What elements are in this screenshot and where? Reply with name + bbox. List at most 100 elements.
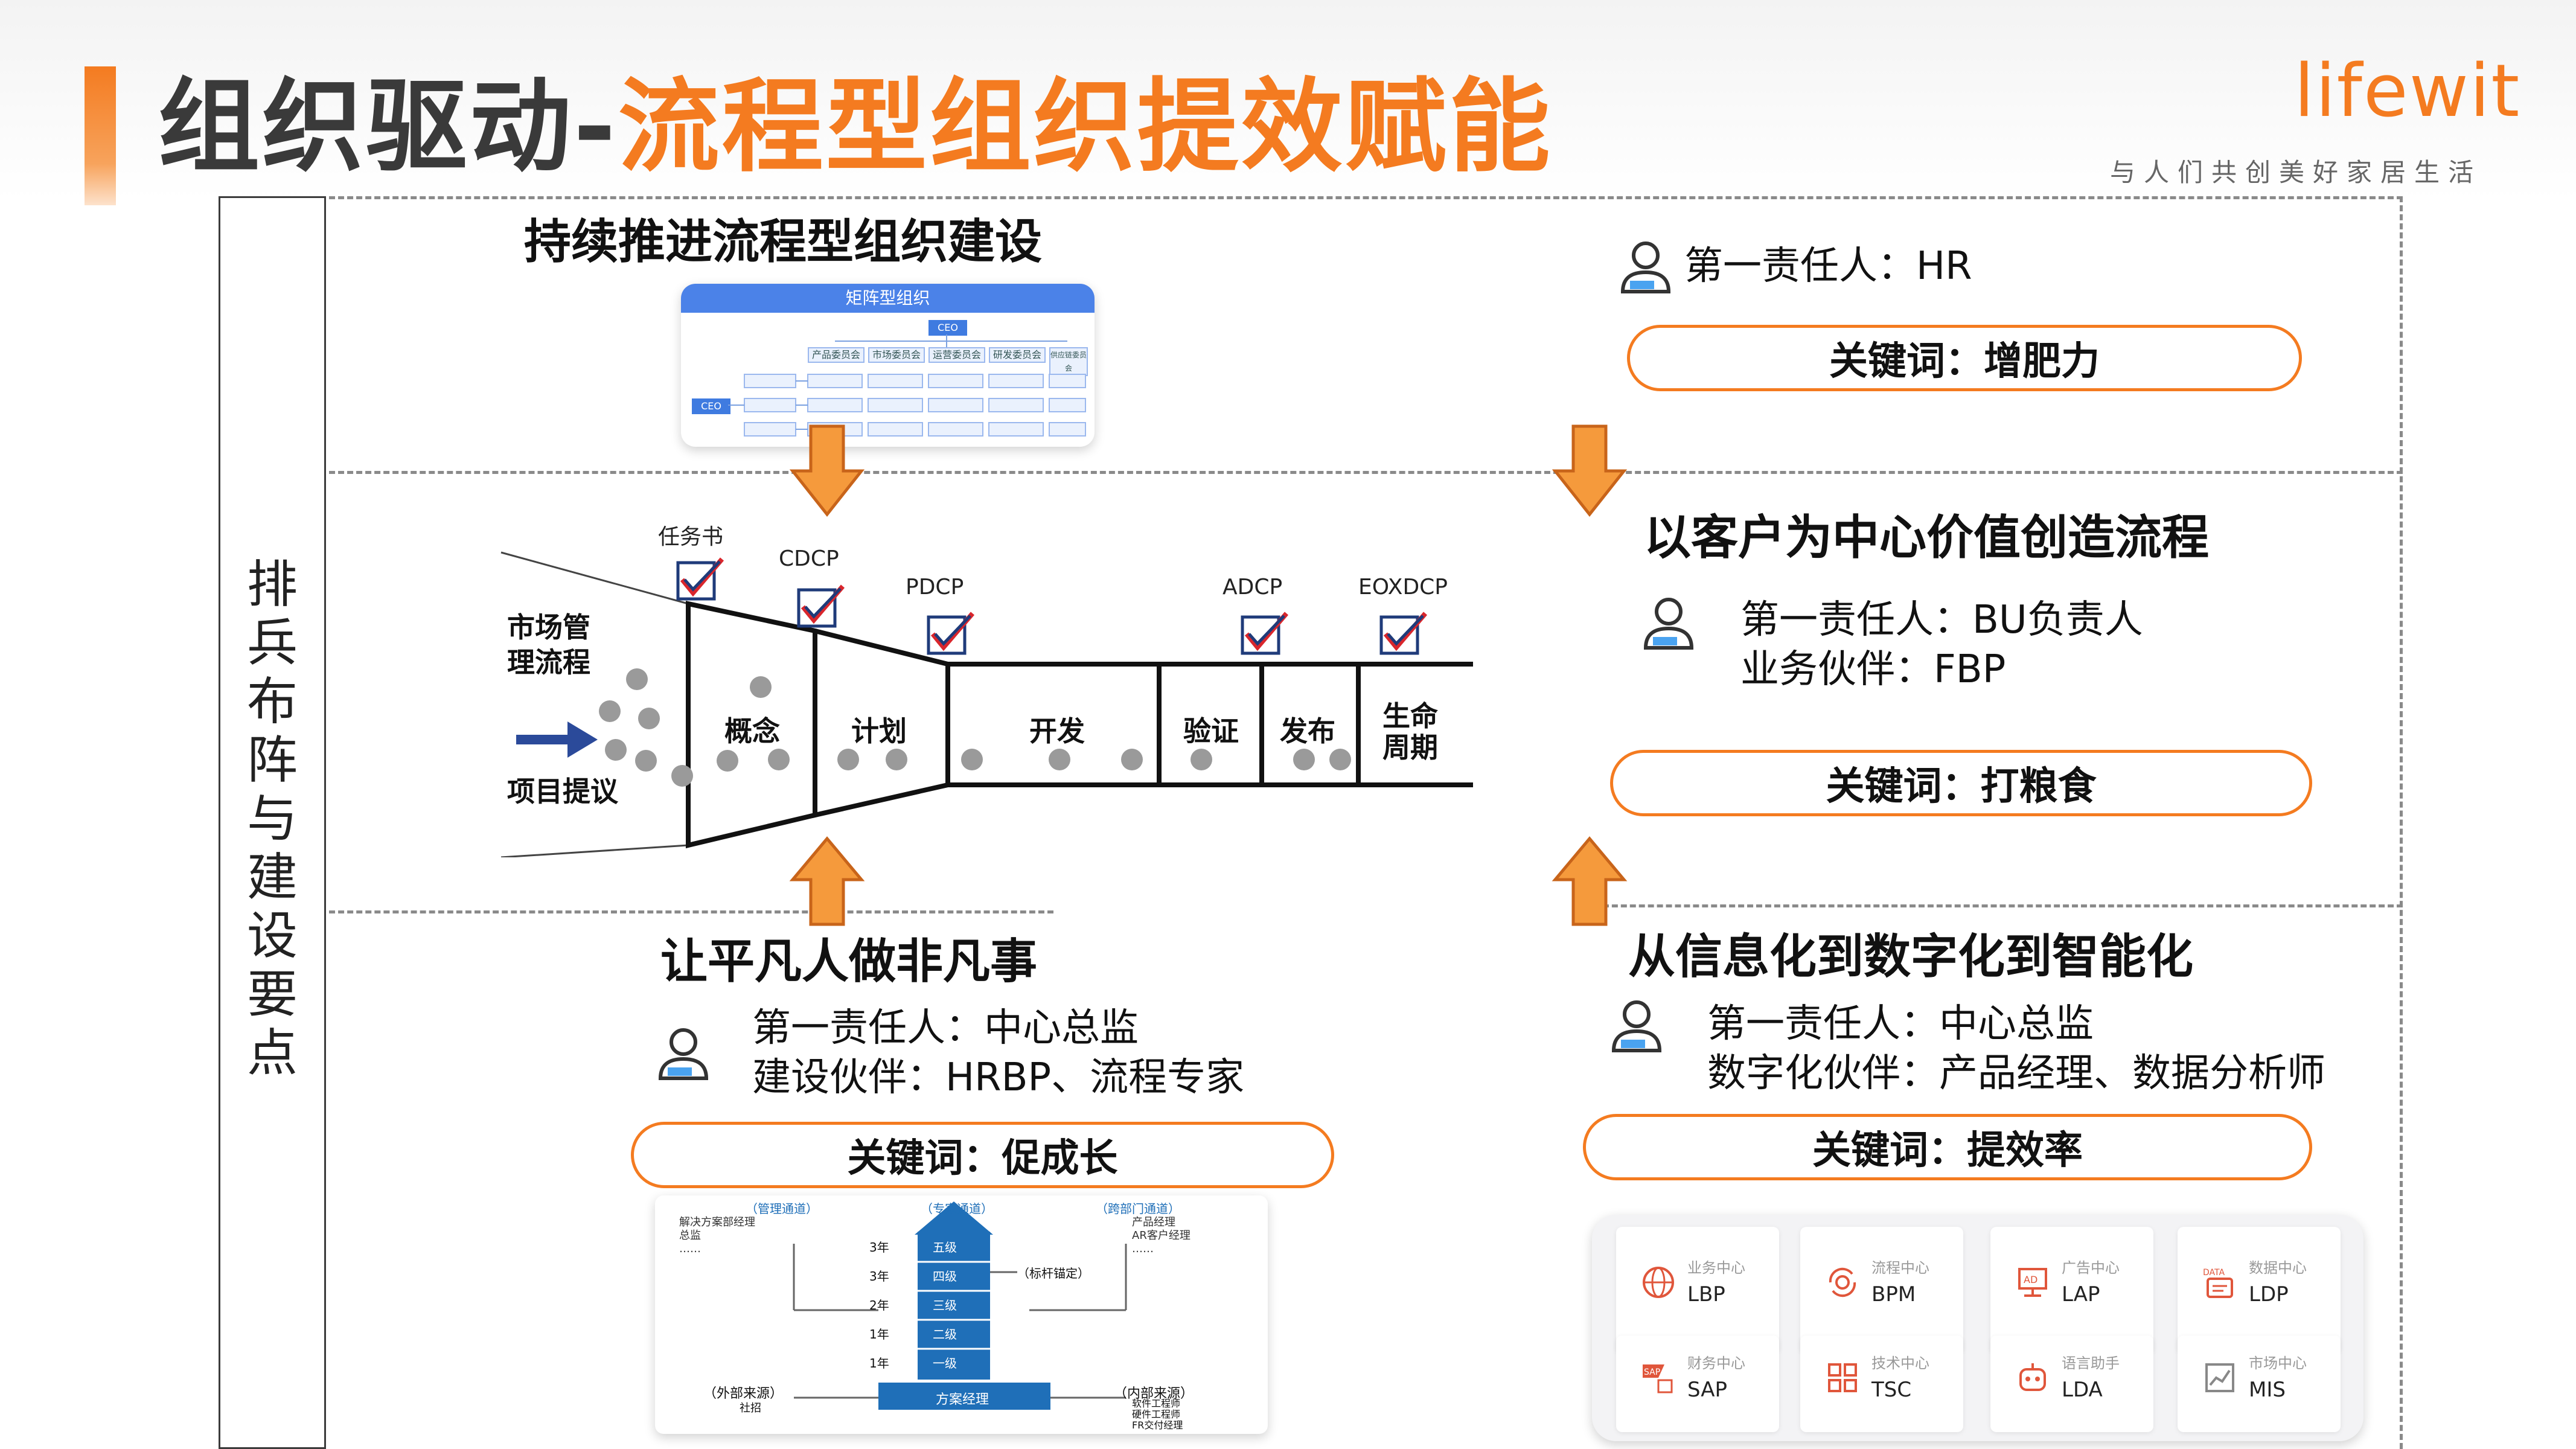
year-label: 2年 bbox=[869, 1298, 889, 1313]
gear-cycle-icon bbox=[1829, 1267, 1856, 1297]
person-icon bbox=[1643, 598, 1694, 650]
checkbox-icon bbox=[1241, 612, 1289, 655]
system-code: BPM bbox=[1871, 1282, 1916, 1307]
checkbox-icon bbox=[676, 557, 724, 601]
career-path-lines bbox=[793, 1201, 1127, 1410]
level-label: 一级 bbox=[933, 1356, 957, 1371]
keyword-pill-fertility: 关键词：增肥力 bbox=[1627, 325, 2302, 391]
system-category: 市场中心 bbox=[2249, 1355, 2307, 1372]
systems-panel: 业务中心 LBP 流程中心 BPM AD 广告中心 LAP DATA 数据中心 … bbox=[1592, 1215, 2363, 1441]
stage-release: 发布 bbox=[1280, 715, 1335, 747]
title-prefix: 组织驱动- bbox=[158, 68, 618, 186]
owner-center-director: 第一责任人：中心总监 bbox=[1707, 1002, 2094, 1046]
checkpoint-label: ADCP bbox=[1222, 575, 1283, 600]
arrow-up-icon bbox=[789, 836, 865, 926]
left-frame bbox=[219, 196, 326, 1449]
chart-icon bbox=[2205, 1363, 2234, 1392]
checkpoint-label: EOXDCP bbox=[1358, 575, 1448, 600]
intake-market-process: 市场管理流程 bbox=[507, 610, 590, 680]
internal-source-label: （内部来源） bbox=[1114, 1386, 1194, 1401]
year-label: 3年 bbox=[869, 1240, 889, 1255]
system-category: 业务中心 bbox=[1687, 1259, 1745, 1276]
ad-icon: AD bbox=[2018, 1268, 2047, 1297]
system-code: TSC bbox=[1871, 1378, 1912, 1402]
stage-concept: 概念 bbox=[724, 715, 780, 747]
partner-digital: 数字化伙伴：产品经理、数据分析师 bbox=[1707, 1051, 2325, 1096]
org-chart-title: 矩阵型组织 bbox=[681, 284, 1095, 313]
stage-verify: 验证 bbox=[1183, 715, 1239, 747]
cross-roles: 产品经理 AR客户经理 …… bbox=[1132, 1216, 1191, 1255]
left-label-char: 排 bbox=[246, 555, 298, 614]
process-funnel-diagram: 市场管理流程 项目提议 概念 计划 开发 验证 发布 生命周期 任务书 CDCP… bbox=[495, 519, 1473, 857]
stage-lifecycle-line: 周期 bbox=[1382, 731, 1438, 764]
keyword-pill-grain: 关键词：打粮食 bbox=[1610, 750, 2312, 816]
expert-channel-label: （专家通道） bbox=[921, 1201, 993, 1216]
checkbox-icon bbox=[927, 612, 975, 655]
org-top-box: 运营委员会 bbox=[928, 347, 985, 363]
header-background bbox=[0, 0, 2576, 199]
person-icon bbox=[1611, 1000, 1662, 1052]
level-label: 五级 bbox=[933, 1240, 957, 1255]
funnel-shape bbox=[500, 551, 1473, 857]
section-title-digitalization: 从信息化到数字化到智能化 bbox=[1628, 930, 2194, 984]
left-label-char: 要 bbox=[246, 965, 298, 1024]
benchmark-label: （标杆锚定） bbox=[1017, 1266, 1090, 1281]
keyword-pill-efficiency: 关键词：提效率 bbox=[1583, 1114, 2312, 1180]
left-label-char: 点 bbox=[246, 1023, 298, 1083]
left-label-char: 布 bbox=[246, 672, 298, 731]
partner-fbp: 业务伙伴：FBP bbox=[1740, 647, 2006, 692]
system-card-mis: 市场中心 MIS bbox=[2178, 1335, 2341, 1432]
left-label-char: 兵 bbox=[246, 613, 298, 673]
org-chart-image: 矩阵型组织 CEO CEO 产品委员会 市场委员会 运营委员会 研发委员会 供应… bbox=[681, 284, 1095, 447]
owner-bu: 第一责任人：BU负责人 bbox=[1740, 598, 2143, 642]
system-code: SAP bbox=[1687, 1378, 1727, 1402]
svg-text:SAP: SAP bbox=[1644, 1367, 1660, 1377]
level-label: 二级 bbox=[933, 1327, 957, 1342]
intake-project-proposal: 项目提议 bbox=[507, 775, 618, 808]
level-label: 三级 bbox=[933, 1298, 957, 1313]
year-label: 1年 bbox=[869, 1356, 889, 1371]
system-category: 数据中心 bbox=[2249, 1259, 2307, 1276]
system-card-lda: 语言助手 LDA bbox=[1990, 1335, 2153, 1432]
left-label-char: 与 bbox=[246, 789, 298, 848]
grid-line-mid1 bbox=[329, 471, 2403, 474]
left-label-char: 设 bbox=[246, 906, 298, 965]
stage-develop: 开发 bbox=[1029, 715, 1085, 747]
owner-hr: 第一责任人：HR bbox=[1684, 244, 1972, 289]
grid-line-right bbox=[2400, 196, 2403, 1449]
system-card-sap: SAP 财务中心 SAP bbox=[1616, 1335, 1779, 1432]
page-title: 组织驱动-流程型组织提效赋能 bbox=[158, 63, 1553, 190]
org-chart-grid bbox=[728, 334, 1086, 437]
internal-source-sub: 软件工程师 硬件工程师 FR交付经理 bbox=[1132, 1398, 1183, 1431]
arrow-down-icon bbox=[789, 424, 865, 517]
mgmt-channel-label: （管理通道） bbox=[746, 1201, 818, 1216]
title-main: 流程型组织提效赋能 bbox=[618, 68, 1553, 186]
section-title-org-building: 持续推进流程型组织建设 bbox=[524, 215, 1043, 269]
system-code: LAP bbox=[2062, 1282, 2100, 1307]
system-code: LBP bbox=[1687, 1282, 1725, 1307]
system-code: LDP bbox=[2249, 1282, 2289, 1307]
checkbox-icon bbox=[797, 584, 845, 628]
brand-slogan: 与人们共创美好家居生活 bbox=[2110, 158, 2482, 187]
system-card-lap: AD 广告中心 LAP bbox=[1990, 1227, 2153, 1354]
career-path-image: （管理通道） （专家通道） （跨部门通道） 解决方案部经理 总监 …… 产品经理… bbox=[655, 1195, 1268, 1434]
partner-hrbp: 建设伙伴：HRBP、流程专家 bbox=[752, 1055, 1245, 1100]
base-role-label: 方案经理 bbox=[936, 1392, 989, 1407]
keyword-pill-growth: 关键词：促成长 bbox=[631, 1122, 1334, 1188]
left-label-char: 建 bbox=[246, 848, 298, 907]
system-category: 技术中心 bbox=[1871, 1355, 1929, 1372]
checkbox-icon bbox=[1379, 612, 1428, 655]
grid-line-top bbox=[329, 196, 2403, 199]
globe-icon bbox=[1643, 1267, 1674, 1298]
system-code: MIS bbox=[2249, 1378, 2286, 1402]
robot-icon bbox=[2019, 1363, 2046, 1391]
org-top-box: 市场委员会 bbox=[868, 347, 925, 363]
checkpoint-label: 任务书 bbox=[658, 525, 724, 549]
person-icon bbox=[658, 1028, 709, 1080]
arrow-down-icon bbox=[1552, 424, 1628, 517]
sap-icon: SAP bbox=[1643, 1364, 1673, 1393]
system-category: 语言助手 bbox=[2062, 1355, 2120, 1372]
level-label: 四级 bbox=[933, 1269, 957, 1284]
org-top-box: 研发委员会 bbox=[989, 347, 1046, 363]
stage-lifecycle: 生命周期 bbox=[1382, 700, 1438, 763]
